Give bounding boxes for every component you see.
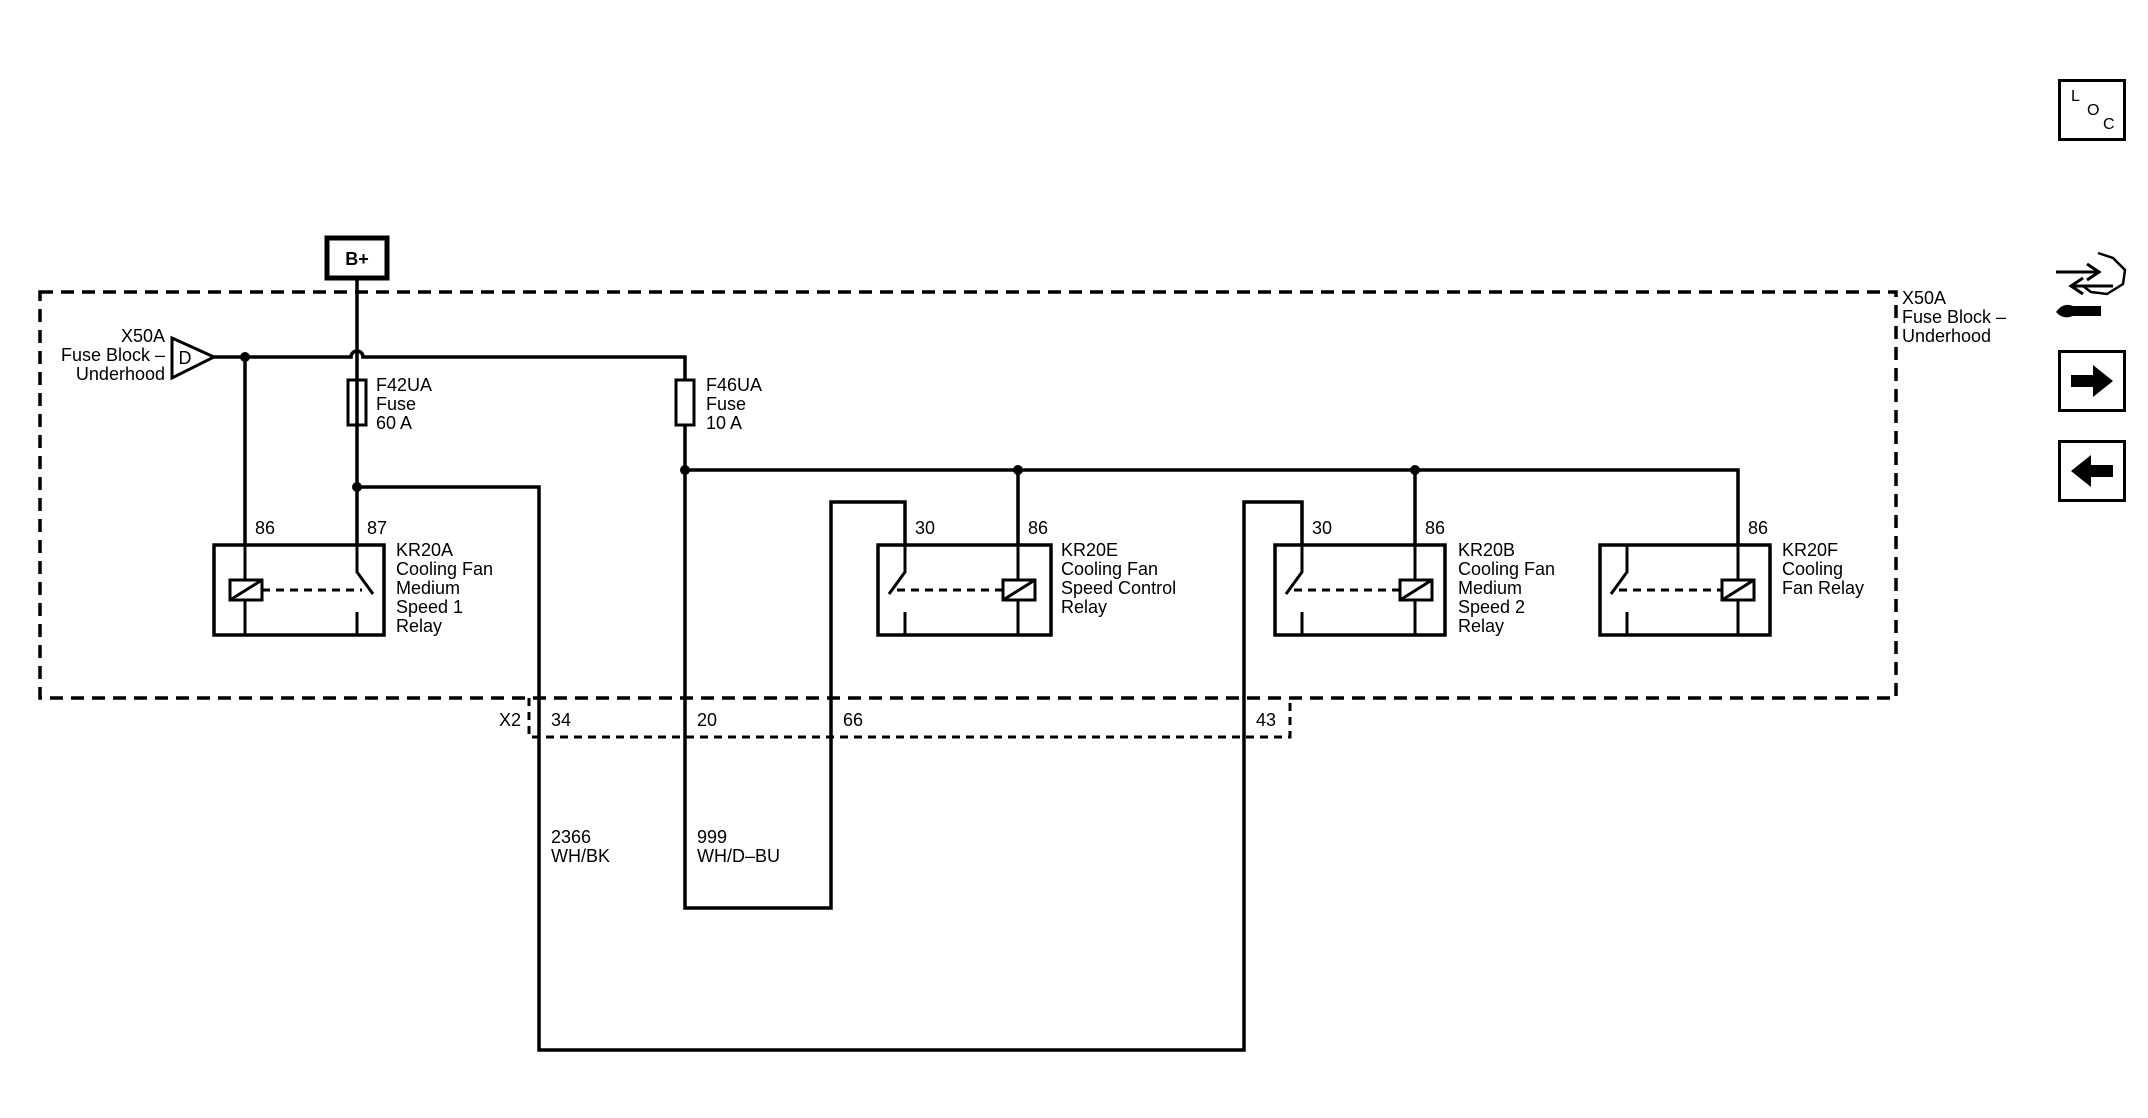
relay-kr20f-name: KR20F	[1782, 540, 1838, 560]
fuse-f46ua-rating: 10 A	[706, 413, 742, 433]
connector-x2-outline	[527, 698, 1292, 739]
fuse-block-right-label-2: Fuse Block –	[1902, 307, 2006, 327]
relay-kr20e-pin-86: 86	[1028, 518, 1048, 538]
bus-wire-86	[685, 468, 1740, 545]
relay-kr20e-desc-3: Relay	[1061, 597, 1107, 617]
fuse-block-outline	[38, 290, 1898, 700]
fuse-block-right-label-3: Underhood	[1902, 326, 1991, 346]
connector-info-icon[interactable]	[2053, 250, 2133, 330]
loc-letter-l: L	[2071, 88, 2080, 105]
connector-x2-pin-66: 66	[843, 710, 863, 730]
previous-page-button[interactable]	[2058, 440, 2126, 502]
relay-kr20a-desc-3: Speed 1	[396, 597, 463, 617]
next-page-button[interactable]	[2058, 350, 2126, 412]
wire-999	[683, 425, 907, 910]
relay-kr20f-pin-86: 86	[1748, 518, 1768, 538]
relay-kr20a-desc-4: Relay	[396, 616, 442, 636]
relay-kr20f-desc-1: Cooling	[1782, 559, 1843, 579]
relay-kr20a-pin-86: 86	[255, 518, 275, 538]
fuse-block-left-label-2: Fuse Block –	[61, 345, 165, 365]
bus-wire-top	[214, 349, 687, 380]
location-button[interactable]: L O C	[2058, 79, 2126, 141]
fuse-f46ua	[674, 378, 696, 427]
battery-positive-label: B+	[345, 249, 369, 269]
fuse-f46ua-name: F46UA	[706, 375, 762, 395]
fuse-block-left-label-3: Underhood	[76, 364, 165, 384]
arrow-right-icon	[2071, 365, 2113, 397]
relay-kr20e-desc-2: Speed Control	[1061, 578, 1176, 598]
relay-kr20b-name: KR20B	[1458, 540, 1515, 560]
connector-x2-pin-34: 34	[551, 710, 571, 730]
relay-kr20a-desc-1: Cooling Fan	[396, 559, 493, 579]
fuse-f42ua-rating: 60 A	[376, 413, 412, 433]
relay-kr20a-pin-87: 87	[367, 518, 387, 538]
relay-kr20f	[1598, 543, 1772, 637]
relay-kr20b-desc-2: Medium	[1458, 578, 1522, 598]
fuse-f42ua-name: F42UA	[376, 375, 432, 395]
fuse-f46ua-type: Fuse	[706, 394, 746, 414]
fuse-block-right-label-1: X50A	[1902, 288, 1946, 308]
fuse-block-left-label-1: X50A	[121, 326, 165, 346]
connector-x2-pin-43: 43	[1256, 710, 1276, 730]
relay-kr20b	[1273, 543, 1447, 637]
wire-2366-circuit: 2366	[551, 827, 591, 847]
wire-999-color: WH/D–BU	[697, 846, 780, 866]
fuse-f42ua-type: Fuse	[376, 394, 416, 414]
relay-kr20a	[212, 543, 386, 637]
arrow-left-icon	[2071, 455, 2113, 487]
connector-x2-label: X2	[499, 710, 521, 730]
connector-d-label: D	[179, 348, 192, 368]
wire-999-circuit: 999	[697, 827, 727, 847]
relay-kr20a-desc-2: Medium	[396, 578, 460, 598]
connector-x2-pin-20: 20	[697, 710, 717, 730]
wire-2366-color: WH/BK	[551, 846, 610, 866]
relay-kr20a-name: KR20A	[396, 540, 453, 560]
relay-kr20b-desc-3: Speed 2	[1458, 597, 1525, 617]
relay-kr20e-pin-30: 30	[915, 518, 935, 538]
relay-kr20f-desc-2: Fan Relay	[1782, 578, 1864, 598]
relay-kr20e-desc-1: Cooling Fan	[1061, 559, 1158, 579]
relay-kr20b-desc-4: Relay	[1458, 616, 1504, 636]
relay-kr20e-name: KR20E	[1061, 540, 1118, 560]
relay-kr20b-desc-1: Cooling Fan	[1458, 559, 1555, 579]
connector-d-symbol	[170, 335, 218, 381]
loc-letter-c: C	[2103, 116, 2115, 133]
relay-kr20b-pin-86: 86	[1425, 518, 1445, 538]
wire-2366	[357, 485, 1304, 1052]
relay-kr20b-pin-30: 30	[1312, 518, 1332, 538]
loc-letter-o: O	[2087, 102, 2100, 119]
relay-kr20e	[876, 543, 1053, 637]
